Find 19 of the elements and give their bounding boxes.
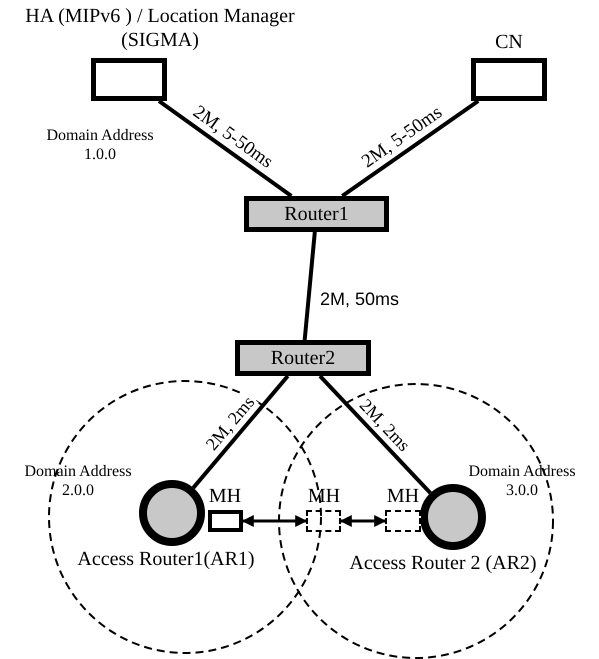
arrow xyxy=(242,515,308,527)
domain-address-label: Domain Address 1.0.0 xyxy=(45,126,155,164)
link-line xyxy=(318,374,432,494)
link-line xyxy=(158,99,293,198)
link-line xyxy=(302,232,317,340)
node-label: MH xyxy=(306,484,342,508)
node-label: Access Router 2 (AR2) xyxy=(348,552,538,575)
link-line xyxy=(341,99,480,198)
node-label: MH xyxy=(386,484,420,508)
link-line xyxy=(192,374,290,490)
router-box: Router1 xyxy=(244,196,389,232)
arrow xyxy=(340,515,386,527)
domain-address-label: Domain Address 2.0.0 xyxy=(23,462,133,500)
edge-label: 2M, 50ms xyxy=(318,290,402,308)
node-label: MH xyxy=(208,484,242,508)
router-box: Router2 xyxy=(235,340,371,376)
node-label: Access Router1(AR1) xyxy=(76,548,256,571)
node-label: CN xyxy=(494,30,524,54)
node-label: HA (MIPv6 ) / Location Manager (SIGMA) xyxy=(24,4,296,52)
